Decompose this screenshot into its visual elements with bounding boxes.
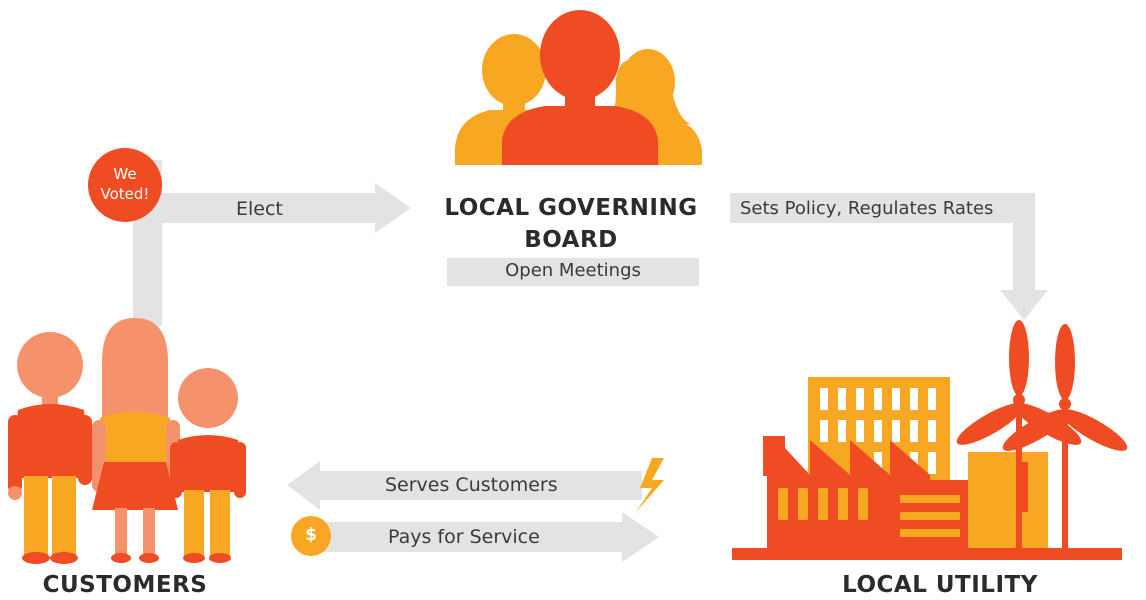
pays-label: Pays for Service <box>388 526 540 548</box>
board-title-line2: BOARD <box>524 227 618 253</box>
open-meetings-label: Open Meetings <box>505 260 641 281</box>
customers-title: CUSTOMERS <box>42 572 208 598</box>
policy-arrow <box>730 193 1048 320</box>
we-voted-badge-text: We Voted! <box>88 164 162 204</box>
we-voted-line2: Voted! <box>100 185 150 203</box>
board-title: LOCAL GOVERNING BOARD <box>420 192 722 256</box>
elect-arrow <box>133 160 411 326</box>
board-members-icon <box>455 10 702 165</box>
board-title-line1: LOCAL GOVERNING <box>444 195 698 221</box>
pays-arrow <box>306 512 659 562</box>
dollar-coin-icon <box>291 516 331 556</box>
serves-label: Serves Customers <box>385 474 558 496</box>
customers-family-icon <box>8 318 246 564</box>
serves-arrow <box>287 461 642 510</box>
lightning-bolt-icon <box>636 458 664 512</box>
policy-label: Sets Policy, Regulates Rates <box>740 198 994 219</box>
we-voted-line1: We <box>113 165 137 183</box>
we-voted-badge <box>88 148 162 222</box>
elect-label: Elect <box>236 198 283 220</box>
utility-title: LOCAL UTILITY <box>842 572 1038 598</box>
open-meetings-bar <box>447 258 699 286</box>
utility-plant-icon <box>732 320 1128 560</box>
dollar-symbol: $ <box>305 525 317 545</box>
